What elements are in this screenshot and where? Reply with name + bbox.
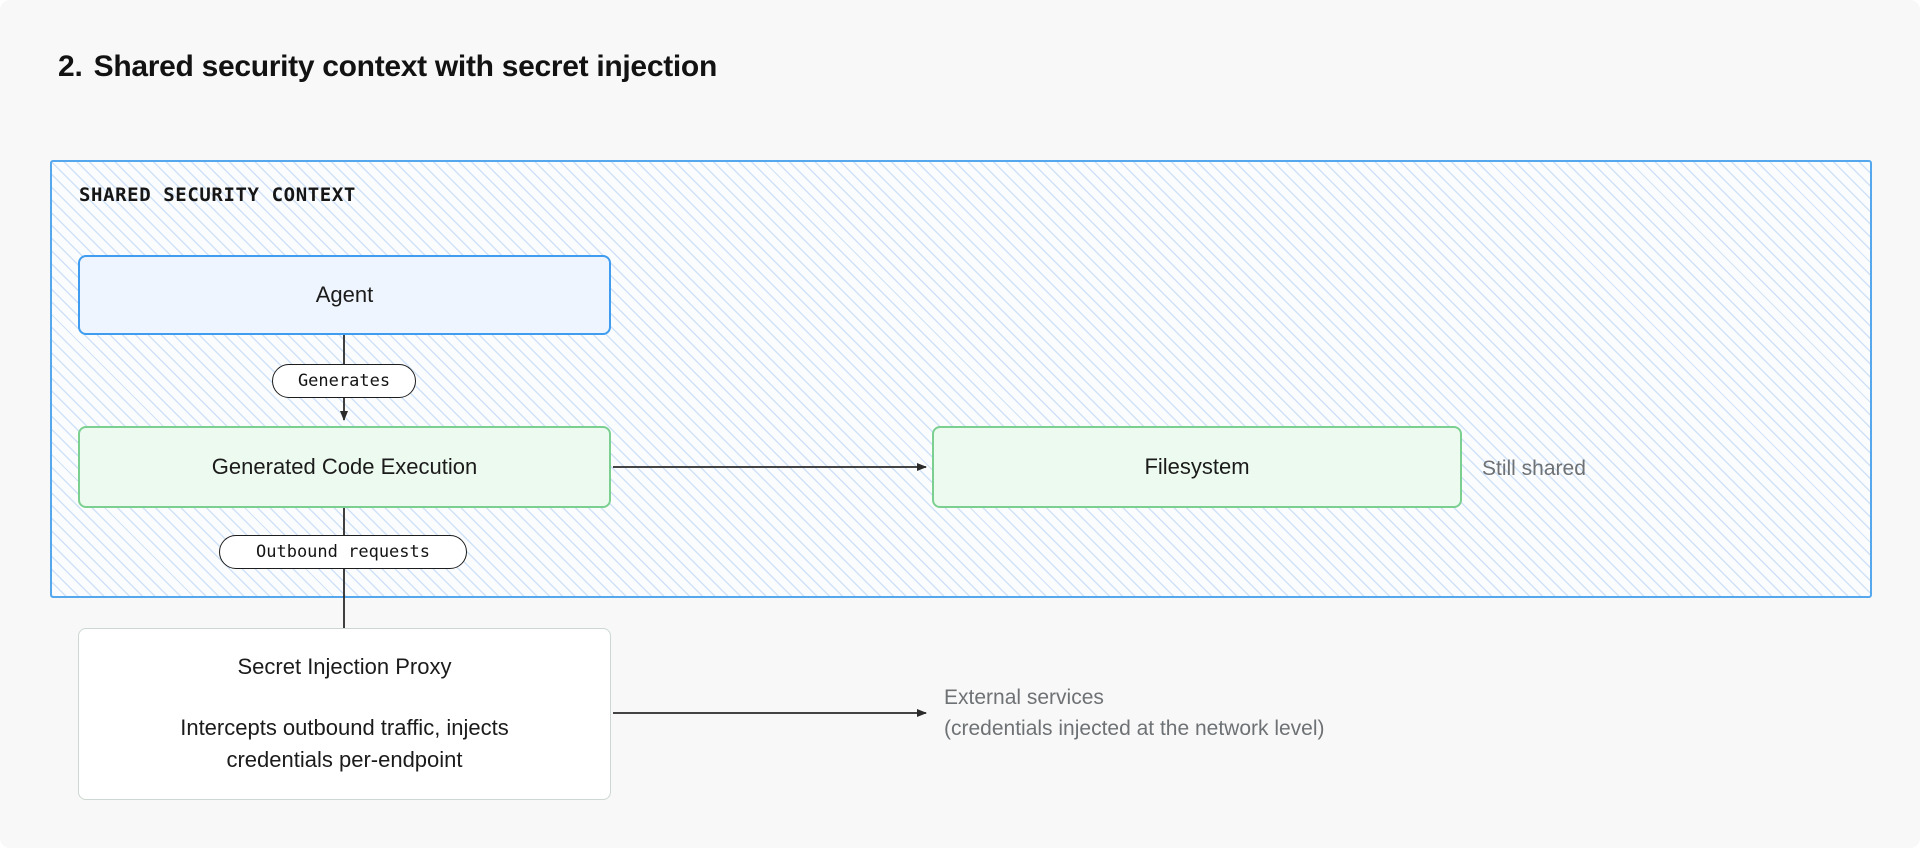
shared-security-context-label: SHARED SECURITY CONTEXT: [79, 184, 356, 206]
annotation-external-services: External services (credentials injected …: [944, 682, 1325, 744]
page-title-number: 2.: [58, 50, 83, 83]
node-secret-injection-proxy-title: Secret Injection Proxy: [237, 654, 452, 680]
shared-security-context-group: SHARED SECURITY CONTEXT: [50, 160, 1872, 598]
annotation-external-services-line2: (credentials injected at the network lev…: [944, 717, 1325, 741]
node-secret-injection-proxy[interactable]: Secret Injection Proxy Intercepts outbou…: [78, 628, 611, 800]
annotation-filesystem-still-shared: Still shared: [1482, 457, 1586, 480]
node-generated-code-execution[interactable]: Generated Code Execution: [78, 426, 611, 508]
node-filesystem-label: Filesystem: [1144, 454, 1250, 480]
page-title: 2. Shared security context with secret i…: [58, 50, 717, 84]
edge-label-generates: Generates: [272, 364, 416, 398]
node-agent[interactable]: Agent: [78, 255, 611, 335]
node-filesystem[interactable]: Filesystem: [932, 426, 1462, 508]
annotation-external-services-line1: External services: [944, 686, 1104, 709]
node-generated-code-execution-label: Generated Code Execution: [211, 454, 478, 480]
node-secret-injection-proxy-description: Intercepts outbound traffic, injects cre…: [180, 715, 509, 772]
edge-label-outbound-requests: Outbound requests: [219, 535, 467, 569]
page-title-text: Shared security context with secret inje…: [93, 50, 718, 83]
node-agent-label: Agent: [315, 282, 374, 308]
